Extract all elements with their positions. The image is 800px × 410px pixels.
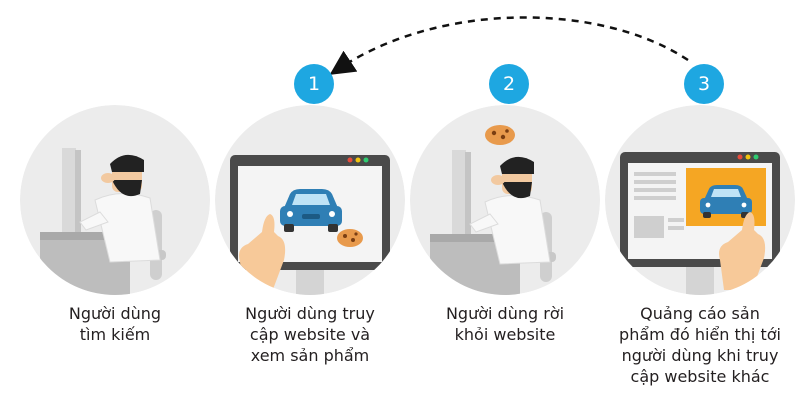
cookie-icon bbox=[485, 125, 515, 145]
step-badge-2: 2 bbox=[489, 64, 529, 104]
caption-line: khỏi website bbox=[454, 325, 556, 344]
step-leave-illustration bbox=[410, 105, 600, 295]
caption-line: cập website và bbox=[249, 325, 371, 344]
caption-line: phẩm đó hiển thị tới bbox=[619, 325, 781, 344]
step-visit-illustration bbox=[215, 105, 405, 295]
caption-line: người dùng khi truy bbox=[621, 346, 779, 365]
dashed-arrow-icon bbox=[329, 16, 689, 75]
step-visit-caption: Người dùng truy cập website và xem sản p… bbox=[215, 303, 405, 366]
step-badge-3: 3 bbox=[684, 64, 724, 104]
step-leave-caption: Người dùng rời khỏi website bbox=[410, 303, 600, 345]
caption-line: tìm kiếm bbox=[79, 325, 151, 344]
step-search-illustration bbox=[20, 105, 210, 295]
caption-line: Người dùng bbox=[68, 304, 162, 323]
step-badge-1: 1 bbox=[294, 64, 334, 104]
caption-line: xem sản phẩm bbox=[250, 346, 370, 365]
caption-line: cập website khác bbox=[630, 367, 770, 386]
car-icon bbox=[280, 189, 342, 232]
car-icon bbox=[700, 185, 752, 218]
hand-pointer-icon bbox=[239, 214, 286, 292]
step-ad-illustration bbox=[605, 105, 795, 295]
caption-line: Người dùng truy bbox=[245, 304, 375, 323]
step-ad-caption: Quảng cáo sản phẩm đó hiển thị tới người… bbox=[605, 303, 795, 387]
hand-pointer-icon bbox=[719, 212, 766, 290]
cookie-icon bbox=[337, 229, 363, 247]
caption-line: Quảng cáo sản bbox=[640, 304, 760, 323]
caption-line: Người dùng rời bbox=[445, 304, 565, 323]
step-search-caption: Người dùng tìm kiếm bbox=[20, 303, 210, 345]
